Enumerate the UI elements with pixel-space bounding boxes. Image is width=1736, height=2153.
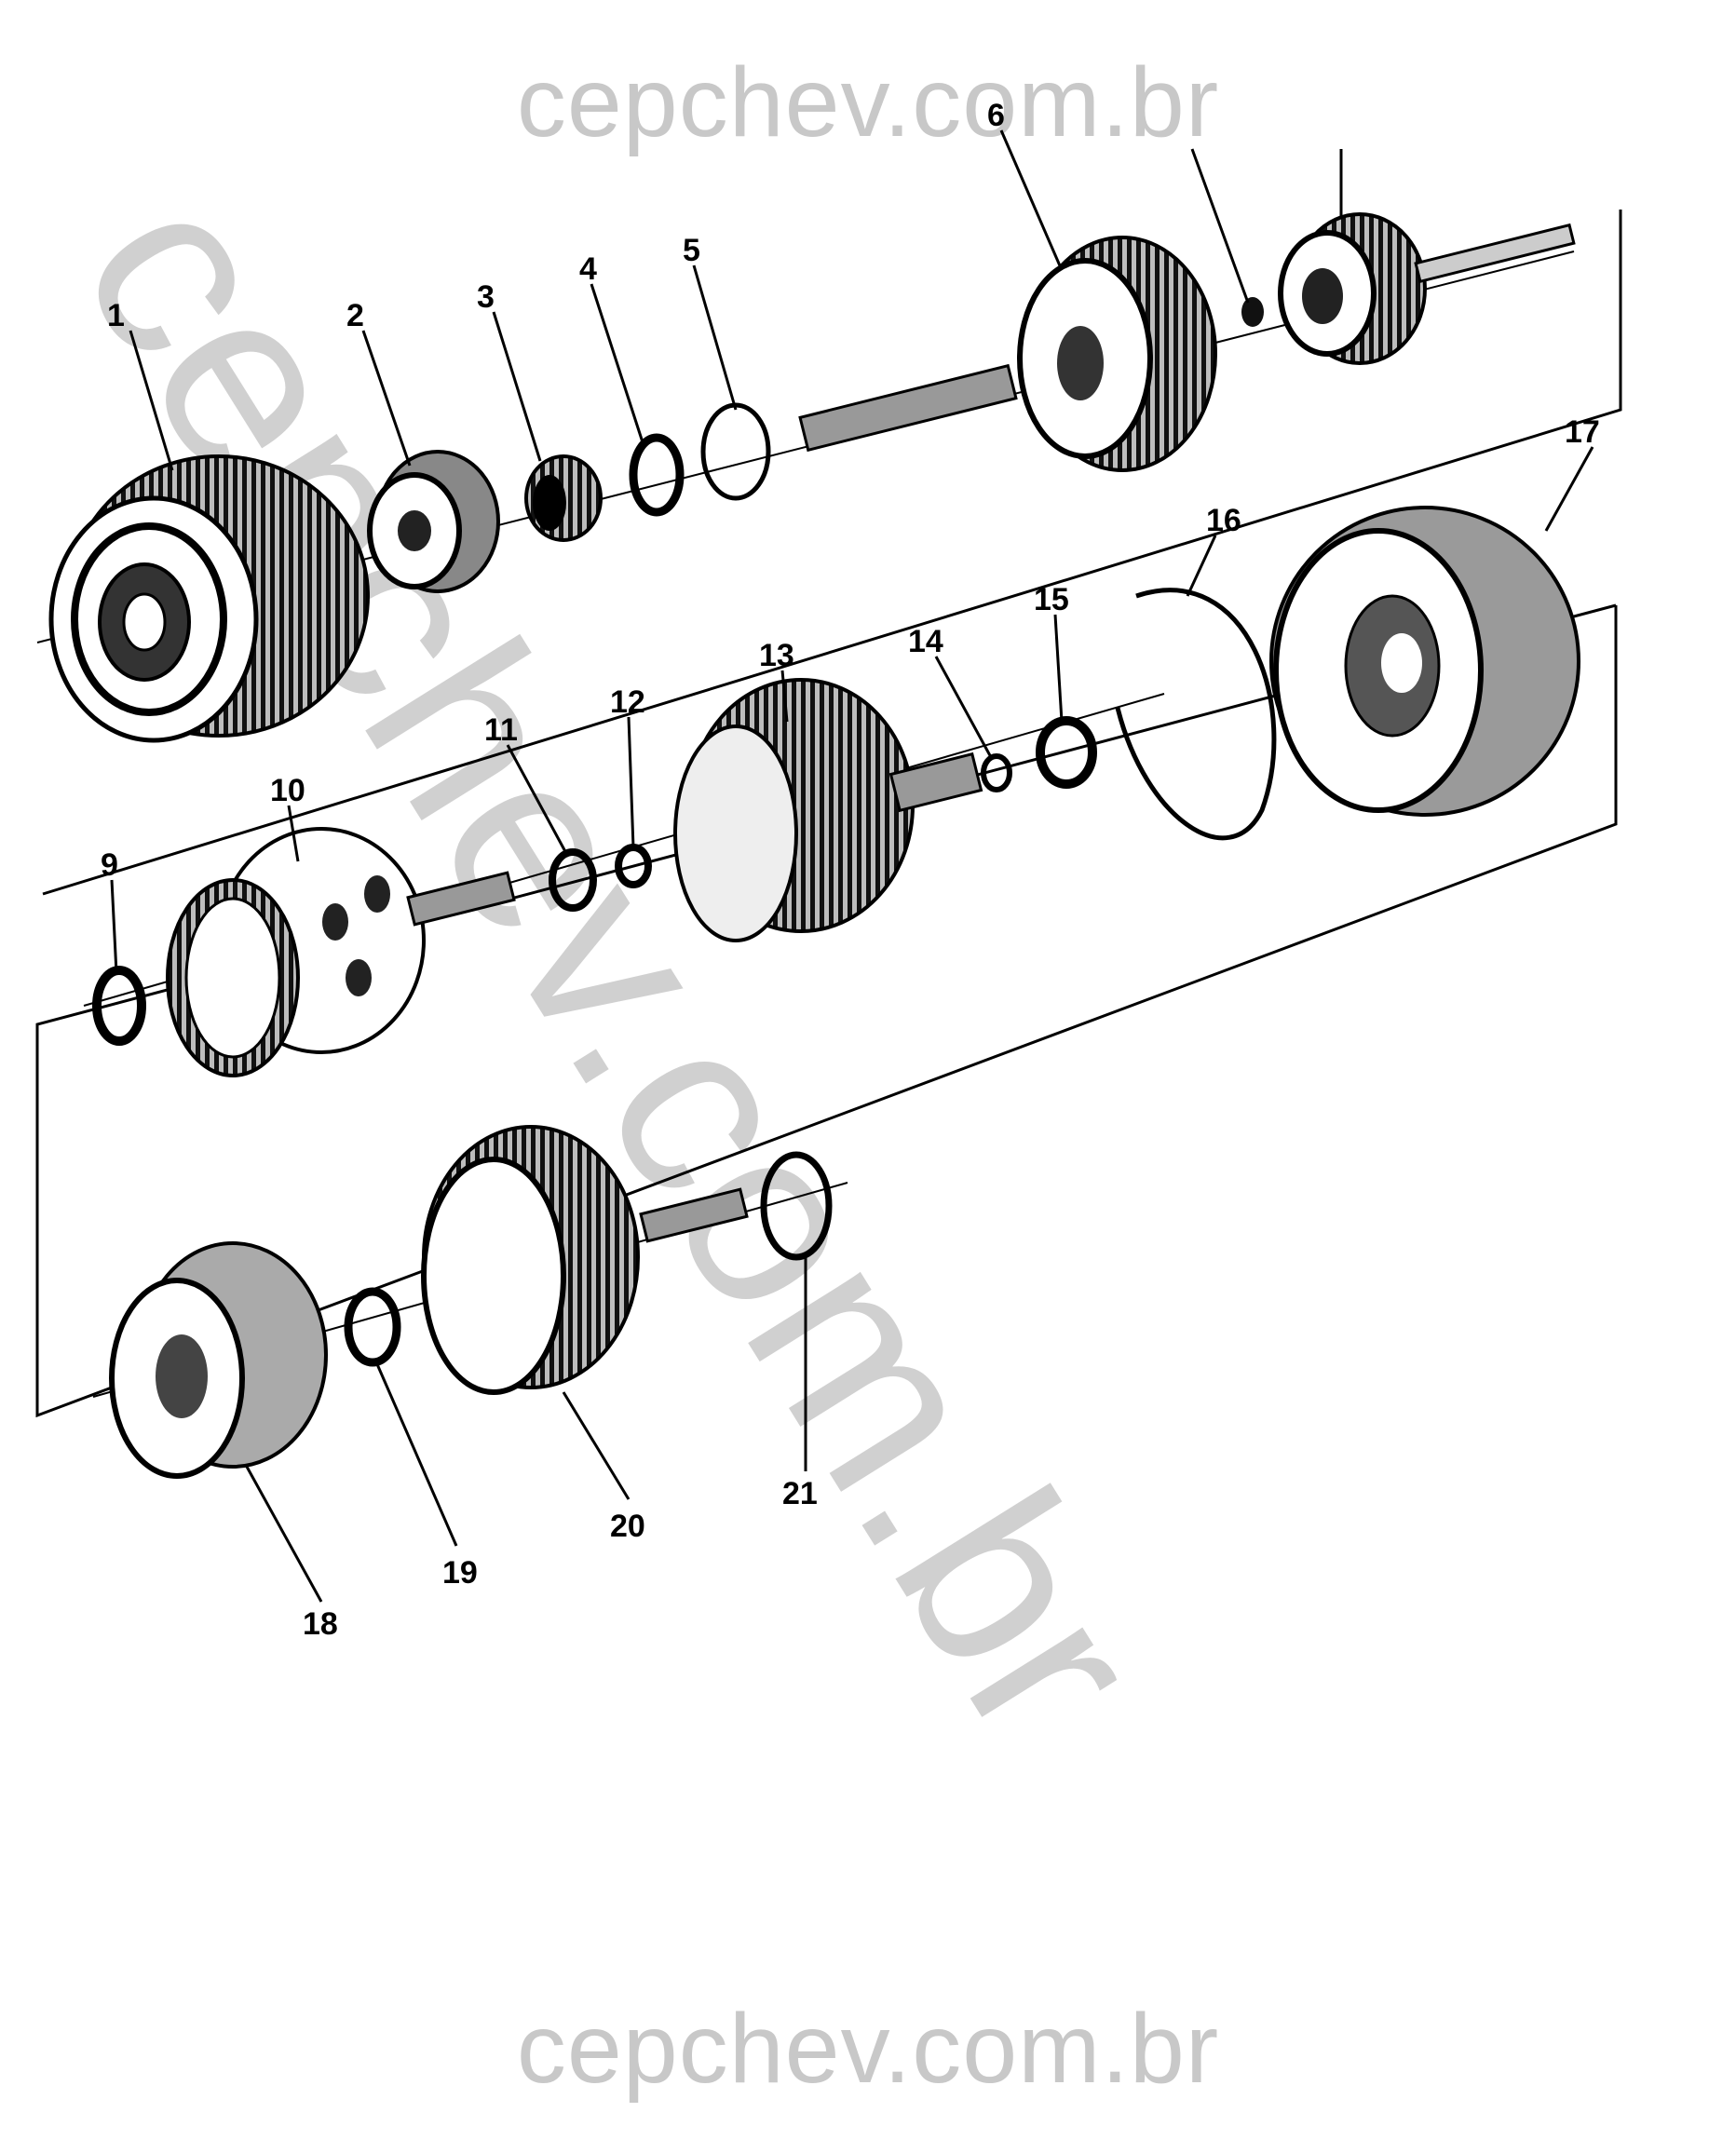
watermark-top: cepchev.com.br [516,47,1220,157]
part-5-seal-ring [700,402,771,501]
callout-1: 1 [107,298,125,333]
part-10-ring-gear-carrier [166,827,516,1077]
callout-3: 3 [477,279,495,315]
panel-border-1 [42,210,1622,896]
part-2-carrier [367,450,500,593]
callout-12: 12 [610,684,645,720]
callout-17: 17 [1565,414,1600,450]
part-4-washer [629,433,685,517]
part-17-clutch-housing [1269,506,1580,817]
leader-lines [110,129,1594,1603]
part-1-clutch-drum [48,454,370,743]
part-3-bearing [524,454,603,542]
callout-9: 9 [101,847,118,883]
part-11-washer [549,848,597,912]
callout-13: 13 [759,638,794,673]
part-21-seal-ring [760,1151,833,1261]
callout-19: 19 [442,1555,478,1591]
callout-14: 14 [908,624,943,659]
callout-21: 21 [782,1476,818,1511]
part-19-washer [344,1287,401,1367]
callout-10: 10 [270,773,305,808]
part-8-bearing-assembly [1278,212,1576,365]
part-20-ring-gear-drum [421,1125,749,1395]
callout-18: 18 [303,1606,338,1642]
part-14-washer [981,753,1012,792]
part-9-washer [92,966,146,1046]
callout-5: 5 [683,233,700,268]
callout-20: 20 [610,1509,645,1544]
part-15-thrust-washer [1036,716,1097,789]
part-16-snap-ring [1115,588,1277,841]
part-7-small-washer [1241,297,1264,327]
watermark-bottom: cepchev.com.br [516,1994,1220,2104]
part-18-carrier-assembly [109,1241,328,1479]
part-6-shaft-and-drum [798,236,1217,472]
part-13-planet-drum [673,678,983,942]
callout-6: 6 [987,98,1005,133]
callout-11: 11 [484,712,518,748]
callout-15: 15 [1034,582,1069,617]
callout-16: 16 [1206,503,1241,538]
callout-2: 2 [346,298,364,333]
callout-4: 4 [579,251,597,287]
